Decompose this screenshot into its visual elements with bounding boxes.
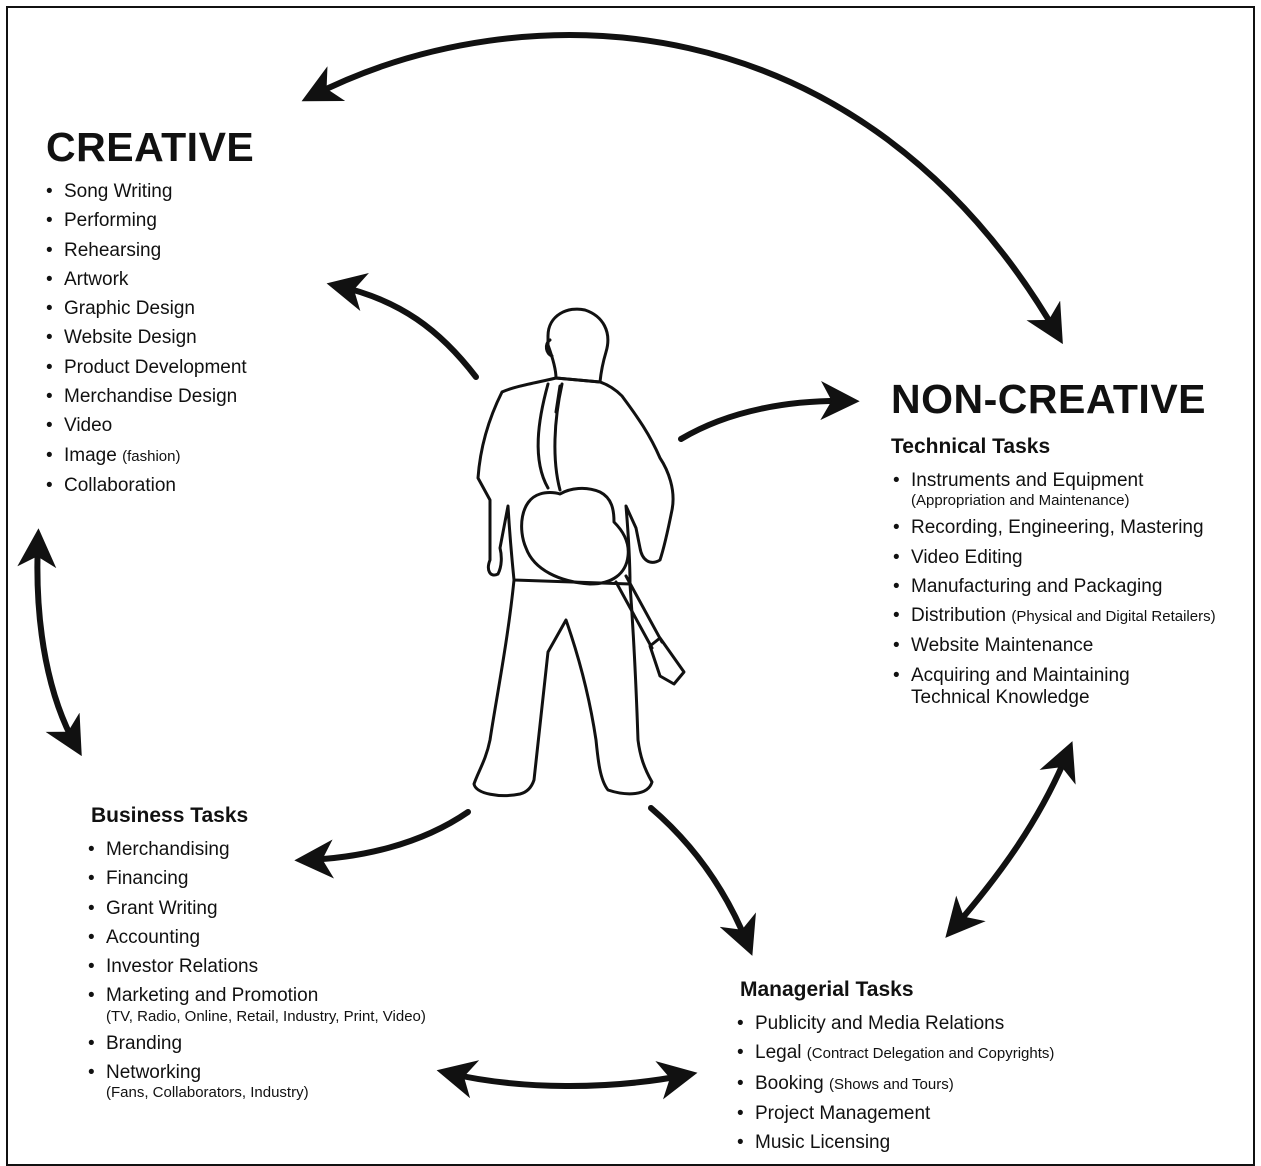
list-item-text: Booking <box>755 1072 824 1094</box>
musician-torso <box>476 376 675 586</box>
list-item-text: Merchandising <box>106 839 230 860</box>
list-item: Recording, Engineering, Mastering <box>891 513 1216 543</box>
creative-list: Song WritingPerformingRehearsingArtworkG… <box>44 177 247 501</box>
business-tasks-title: Business Tasks <box>91 804 249 827</box>
list-item-note: (TV, Radio, Online, Retail, Industry, Pr… <box>106 1007 426 1025</box>
list-item-text: Recording, Engineering, Mastering <box>911 517 1204 539</box>
list-item: Financing <box>86 864 426 894</box>
list-item-text: Accounting <box>106 926 201 948</box>
list-item-text: Manufacturing and Packaging <box>911 575 1163 597</box>
list-item: Music Licensing <box>735 1128 1054 1158</box>
list-item-text: Networking <box>106 1062 202 1084</box>
list-item: Merchandise Design <box>44 382 247 412</box>
list-item-text: Website Maintenance <box>911 635 1094 657</box>
list-item: Instruments and Equipment(Appropriation … <box>891 466 1216 509</box>
list-item: Song Writing <box>44 177 247 207</box>
list-item-text: Image <box>64 444 117 466</box>
list-item-text: Instruments and Equipment <box>911 470 1144 491</box>
list-item: Performing <box>44 206 247 236</box>
list-item: Website Maintenance <box>891 631 1216 661</box>
list-item: Product Development <box>44 353 247 383</box>
arrow-creative-noncreative <box>301 32 1063 345</box>
list-item-text: Product Development <box>64 356 247 378</box>
list-item-text: Grant Writing <box>106 897 218 919</box>
list-item-text: Branding <box>106 1032 183 1054</box>
list-item-text: Music Licensing <box>755 1132 891 1154</box>
guitar-strap <box>536 382 550 490</box>
arrow-creative-business <box>17 528 82 757</box>
list-item: Video <box>44 411 247 441</box>
technical-tasks-list: Instruments and Equipment(Appropriation … <box>891 466 1216 708</box>
list-item-text: Song Writing <box>64 181 173 202</box>
technical-tasks-title: Technical Tasks <box>891 435 1051 458</box>
list-item: Manufacturing and Packaging <box>891 572 1216 602</box>
list-item: Marketing and Promotion(TV, Radio, Onlin… <box>86 981 426 1024</box>
list-item: Accounting <box>86 923 426 953</box>
noncreative-title: NON-CREATIVE <box>891 376 1207 422</box>
list-item: Collaboration <box>44 471 247 501</box>
list-item: Website Design <box>44 323 247 353</box>
arrow-to-creative <box>326 273 479 380</box>
list-item-text: Project Management <box>755 1102 931 1124</box>
arrow-technical-managerial <box>945 741 1076 938</box>
guitar-neck <box>614 574 664 650</box>
list-item: Networking(Fans, Collaborators, Industry… <box>86 1058 426 1101</box>
managerial-tasks-list: Publicity and Media RelationsLegal (Cont… <box>735 1009 1054 1158</box>
creative-title: CREATIVE <box>46 124 255 170</box>
list-item: Artwork <box>44 265 247 295</box>
list-item: Graphic Design <box>44 294 247 324</box>
list-item-text: Website Design <box>64 327 197 349</box>
list-item-note: (fashion) <box>122 447 181 465</box>
list-item-text: Performing <box>64 210 157 232</box>
list-item-text: Marketing and Promotion <box>106 985 319 1007</box>
list-item-text: Video <box>64 415 113 437</box>
list-item-text: Merchandise Design <box>64 386 238 408</box>
list-item: Branding <box>86 1029 426 1059</box>
list-item: Image (fashion) <box>44 441 247 471</box>
managerial-tasks-title: Managerial Tasks <box>740 978 914 1001</box>
list-item: Grant Writing <box>86 894 426 924</box>
list-item-note: (Contract Delegation and Copyrights) <box>806 1045 1055 1063</box>
list-item-text: Rehearsing <box>64 239 162 261</box>
musician-legs <box>472 578 654 798</box>
guitar-body <box>520 486 630 586</box>
list-item-note: (Appropriation and Maintenance) <box>911 492 1130 510</box>
list-item: Booking (Shows and Tours) <box>735 1069 1054 1099</box>
list-item-text: Collaboration <box>64 474 176 496</box>
list-item: Merchandising <box>86 835 426 865</box>
list-item-text: Artwork <box>64 268 129 290</box>
list-item-text: Financing <box>106 868 189 890</box>
list-item: Distribution (Physical and Digital Retai… <box>891 601 1216 631</box>
list-item: Investor Relations <box>86 952 426 982</box>
business-tasks-list: MerchandisingFinancingGrant WritingAccou… <box>86 835 426 1105</box>
list-item: Rehearsing <box>44 236 247 266</box>
arrow-to-noncreative <box>678 381 860 442</box>
list-item-text: Video Editing <box>911 546 1023 568</box>
arrow-business-managerial <box>436 1060 698 1100</box>
list-item-note: (Fans, Collaborators, Industry) <box>106 1084 309 1102</box>
list-item-text: Publicity and Media Relations <box>755 1013 1005 1034</box>
musician-illustration <box>472 307 686 798</box>
list-item-note: (Shows and Tours) <box>828 1075 954 1093</box>
list-item-text: Distribution <box>911 605 1007 627</box>
list-item: Legal (Contract Delegation and Copyright… <box>735 1038 1054 1068</box>
musician-head <box>546 307 610 384</box>
list-item: Project Management <box>735 1099 1054 1129</box>
list-item-text: Investor Relations <box>106 956 259 978</box>
list-item-text-line2: Technical Knowledge <box>911 687 1090 709</box>
list-item-text: Acquiring and Maintaining <box>911 664 1130 686</box>
list-item-text: Graphic Design <box>64 298 195 320</box>
list-item-text: Legal <box>755 1042 802 1064</box>
list-item-note: (Physical and Digital Retailers) <box>1011 608 1216 626</box>
list-item: Video Editing <box>891 543 1216 573</box>
arrow-to-managerial <box>648 805 756 956</box>
list-item: Publicity and Media Relations <box>735 1009 1054 1039</box>
